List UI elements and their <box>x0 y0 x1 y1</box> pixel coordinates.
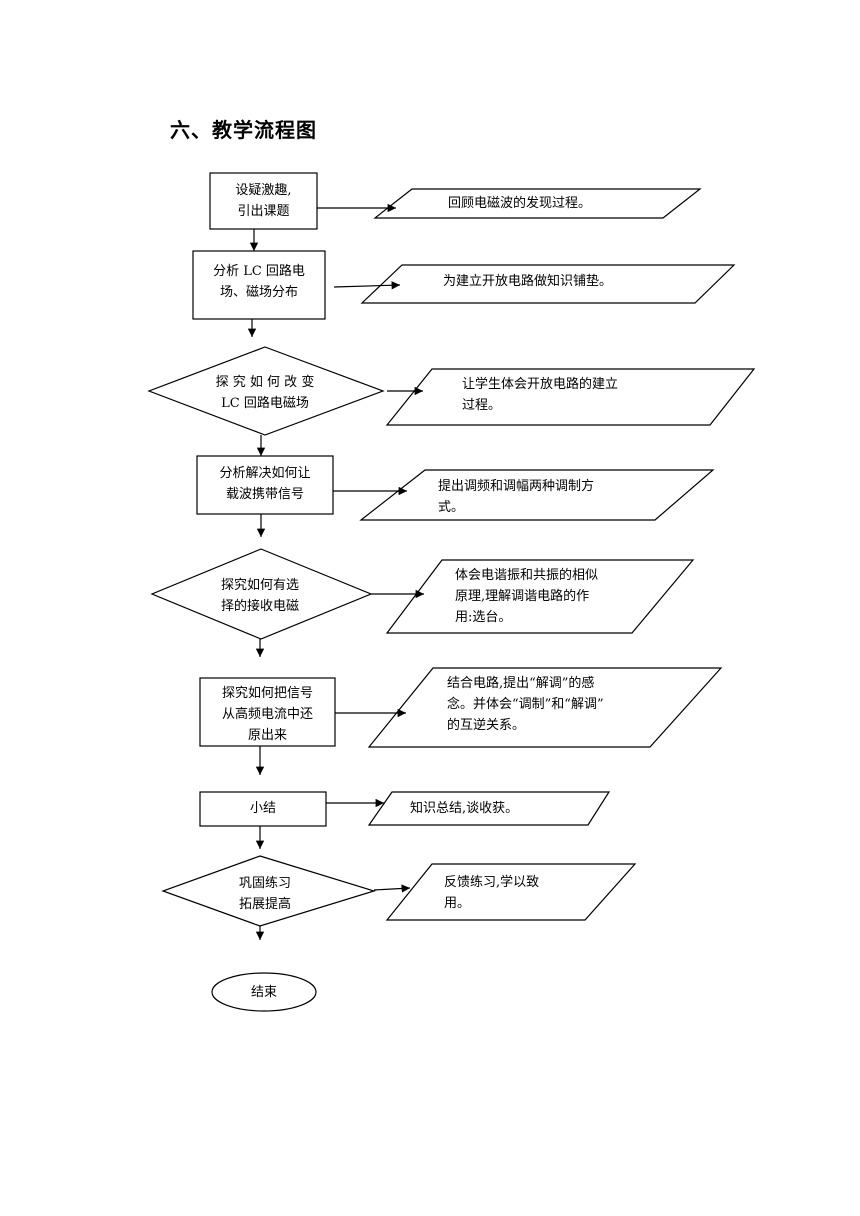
node-summary-box <box>199 791 327 827</box>
note-resonance-parallelogram <box>385 559 695 634</box>
note-arrow <box>333 281 401 290</box>
note-modulation-parallelogram <box>359 469 715 521</box>
node-label-intro: 设疑激趣,引出课题 <box>235 183 292 219</box>
node-selective-receive-diamond <box>150 548 373 640</box>
node-label-end: 结束 <box>250 985 277 1000</box>
node-lc-field-box <box>192 250 326 320</box>
note-label-demodulation: 结合电路,提出“解调”的感念。并体会“调制”和“解调”的互逆关系。 <box>447 676 604 733</box>
note-groundwork-parallelogram <box>360 264 736 304</box>
note-label-feedback: 反馈练习,学以致用。 <box>444 875 540 911</box>
note-label-summary: 知识总结,谈收获。 <box>410 801 519 816</box>
note-summary-parallelogram <box>367 791 611 826</box>
node-label-lc-field: 分析 LC 回路电场、磁场分布 <box>213 264 305 300</box>
node-label-selective-receive: 探究如何有选择的接收电磁 <box>220 578 299 614</box>
node-label-carrier-signal: 分析解决如何让载波携带信号 <box>219 466 311 502</box>
note-label-open-circuit: 让学生体会开放电路的建立过程。 <box>462 377 619 413</box>
node-carrier-signal-box <box>196 455 334 515</box>
node-label-practice: 巩固练习拓展提高 <box>238 876 291 912</box>
note-demodulation-parallelogram <box>367 667 723 748</box>
node-explore-lc-diamond <box>147 346 385 436</box>
note-label-groundwork: 为建立开放电路做知识铺垫。 <box>443 274 613 289</box>
node-label-demodulation: 探究如何把信号从高频电流中还原出来 <box>221 686 313 743</box>
note-label-review: 回顾电磁波的发现过程。 <box>448 196 592 211</box>
node-demodulation-box <box>199 677 336 747</box>
node-end-oval <box>211 972 317 1012</box>
note-label-modulation: 提出调频和调幅两种调制方式。 <box>438 479 595 515</box>
note-open-circuit-parallelogram <box>385 368 756 426</box>
node-intro-box <box>209 172 318 230</box>
node-label-summary: 小结 <box>249 801 276 816</box>
note-feedback-parallelogram <box>385 863 637 921</box>
note-label-resonance: 体会电谐振和共振的相似原理,理解调谐电路的作用:选台。 <box>455 568 599 625</box>
note-arrow <box>373 884 411 893</box>
section-heading: 六、教学流程图 <box>170 118 317 142</box>
